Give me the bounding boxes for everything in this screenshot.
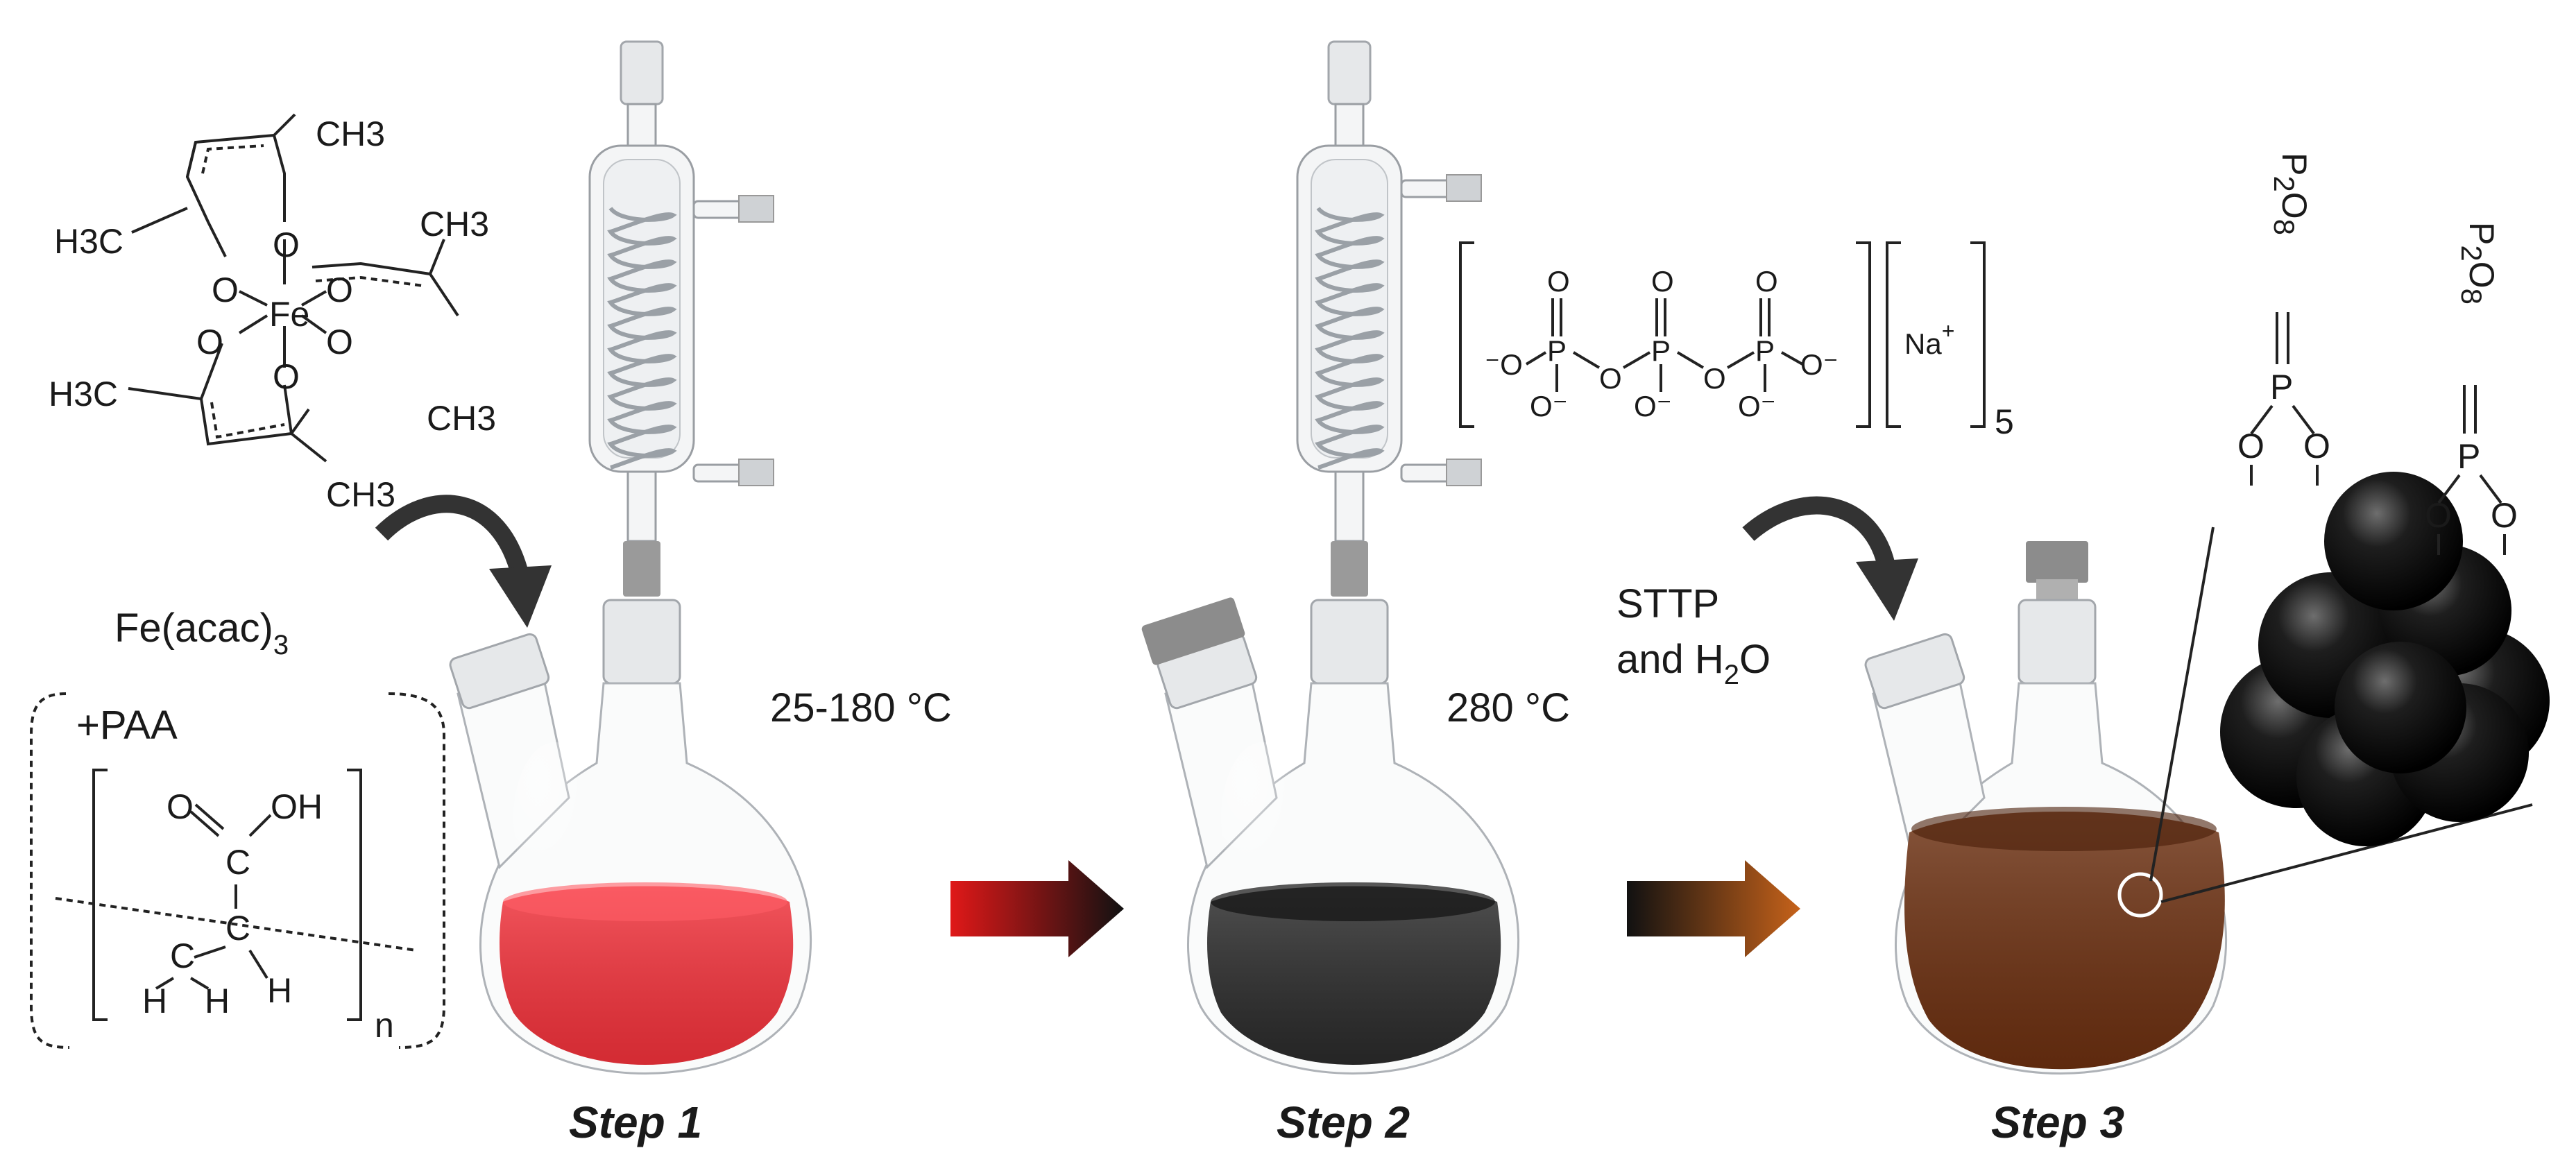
flask-step-3 (1864, 541, 2227, 1075)
condenser-2 (1296, 40, 1482, 597)
paa-hydrogen-1: H (142, 982, 167, 1020)
surface-o-4: O (2491, 496, 2518, 535)
curved-arrow-2-head (1856, 558, 1918, 621)
fe-center: Fe (269, 295, 309, 334)
paa-carbon-3: C (170, 936, 195, 975)
surface-o-3: O (2425, 496, 2452, 535)
sodium-count: 5 (1995, 402, 2014, 441)
p2o8-label-2: P2O8 (2455, 222, 2501, 305)
fe-acac-o-left-2: O (196, 323, 223, 361)
fe-acac-methyl-3: CH3 (420, 205, 489, 243)
p2o8-label-1: P2O8 (2268, 153, 2314, 235)
curved-arrow-1 (375, 495, 529, 579)
curved-arrow-1-head (489, 565, 552, 628)
sttp-label-line-2: and H2O (1617, 637, 1771, 690)
surface-o-1: O (2237, 427, 2264, 465)
step-1-temperature: 25-180 °C (770, 685, 952, 730)
triphosphate-o-5: O (1651, 265, 1674, 298)
step-2-label: Step 2 (1277, 1097, 1410, 1147)
flask-step-2 (1141, 40, 1519, 1075)
triphosphate-o-10: O⁻ (1800, 348, 1839, 381)
paa-carbon-1: C (225, 843, 250, 882)
triphosphate-o-3: O⁻ (1530, 390, 1568, 422)
process-arrow-2 (1627, 860, 1800, 957)
fe-acac-label: Fe(acac)3 (114, 606, 289, 660)
fe-acac-complex: CH3 H3C CH3 H3C CH3 CH3 Fe O O O O O O (49, 113, 496, 514)
fe-acac-methyl-5: CH3 (427, 399, 496, 438)
fe-acac-o-left-1: O (212, 271, 239, 309)
triphosphate-o-4: O (1599, 362, 1622, 395)
paa-structure: +PAA n O OH C C C H H H (30, 692, 445, 1049)
paa-hydrogen-3: H (267, 971, 292, 1010)
triphosphate-o-8: O (1755, 265, 1778, 298)
sodium-counterion: Na+ (1904, 318, 1954, 360)
triphosphate-p-3: P (1755, 334, 1775, 367)
paa-hydrogen-2: H (205, 982, 230, 1020)
paa-repeat-n: n (375, 1006, 394, 1045)
curved-arrow-2 (1742, 496, 1896, 571)
step-3-label: Step 3 (1991, 1097, 2124, 1147)
surface-p-1: P (2270, 368, 2293, 406)
fe-acac-methyl-2: H3C (54, 222, 123, 261)
nanoparticle-cluster (2220, 472, 2550, 846)
fe-acac-o-top: O (273, 225, 300, 264)
paa-hydroxyl: OH (271, 787, 323, 826)
fe-acac-methyl-1: CH3 (316, 114, 385, 153)
step-2-temperature: 280 °C (1447, 685, 1570, 730)
triphosphate-o-9: O⁻ (1738, 390, 1776, 422)
surface-phosphate-groups: P2O8 P O O P2O8 P O O (2237, 153, 2518, 555)
paa-carbon-2: C (225, 909, 250, 948)
triphosphate-o-6: O⁻ (1634, 390, 1672, 422)
fe-acac-o-right-2: O (326, 323, 353, 361)
triphosphate-structure: ⁻O P O O⁻ O P O O⁻ O P O O⁻ O⁻ Na+ 5 (1459, 241, 2014, 441)
triphosphate-p-2: P (1651, 334, 1671, 367)
triphosphate-p-1: P (1547, 334, 1567, 367)
fe-acac-o-right-1: O (326, 271, 353, 309)
triphosphate-o-2: O (1547, 265, 1570, 298)
surface-o-2: O (2303, 427, 2330, 465)
sttp-label-line-1: STTP (1617, 581, 1719, 626)
zoom-line-1 (2149, 527, 2215, 882)
fe-acac-methyl-4: H3C (49, 375, 118, 413)
surface-p-2: P (2457, 437, 2480, 476)
triphosphate-o-1: ⁻O (1485, 348, 1523, 381)
paa-label: +PAA (76, 703, 178, 748)
triphosphate-o-7: O (1703, 362, 1726, 395)
fe-acac-methyl-6: CH3 (326, 475, 395, 514)
paa-carbonyl-o: O (167, 787, 194, 826)
flask-step-1 (449, 40, 812, 1075)
process-arrow-1 (950, 860, 1124, 957)
step-1-label: Step 1 (569, 1097, 702, 1147)
fe-acac-o-bottom: O (273, 357, 300, 396)
condenser-1 (588, 40, 774, 597)
